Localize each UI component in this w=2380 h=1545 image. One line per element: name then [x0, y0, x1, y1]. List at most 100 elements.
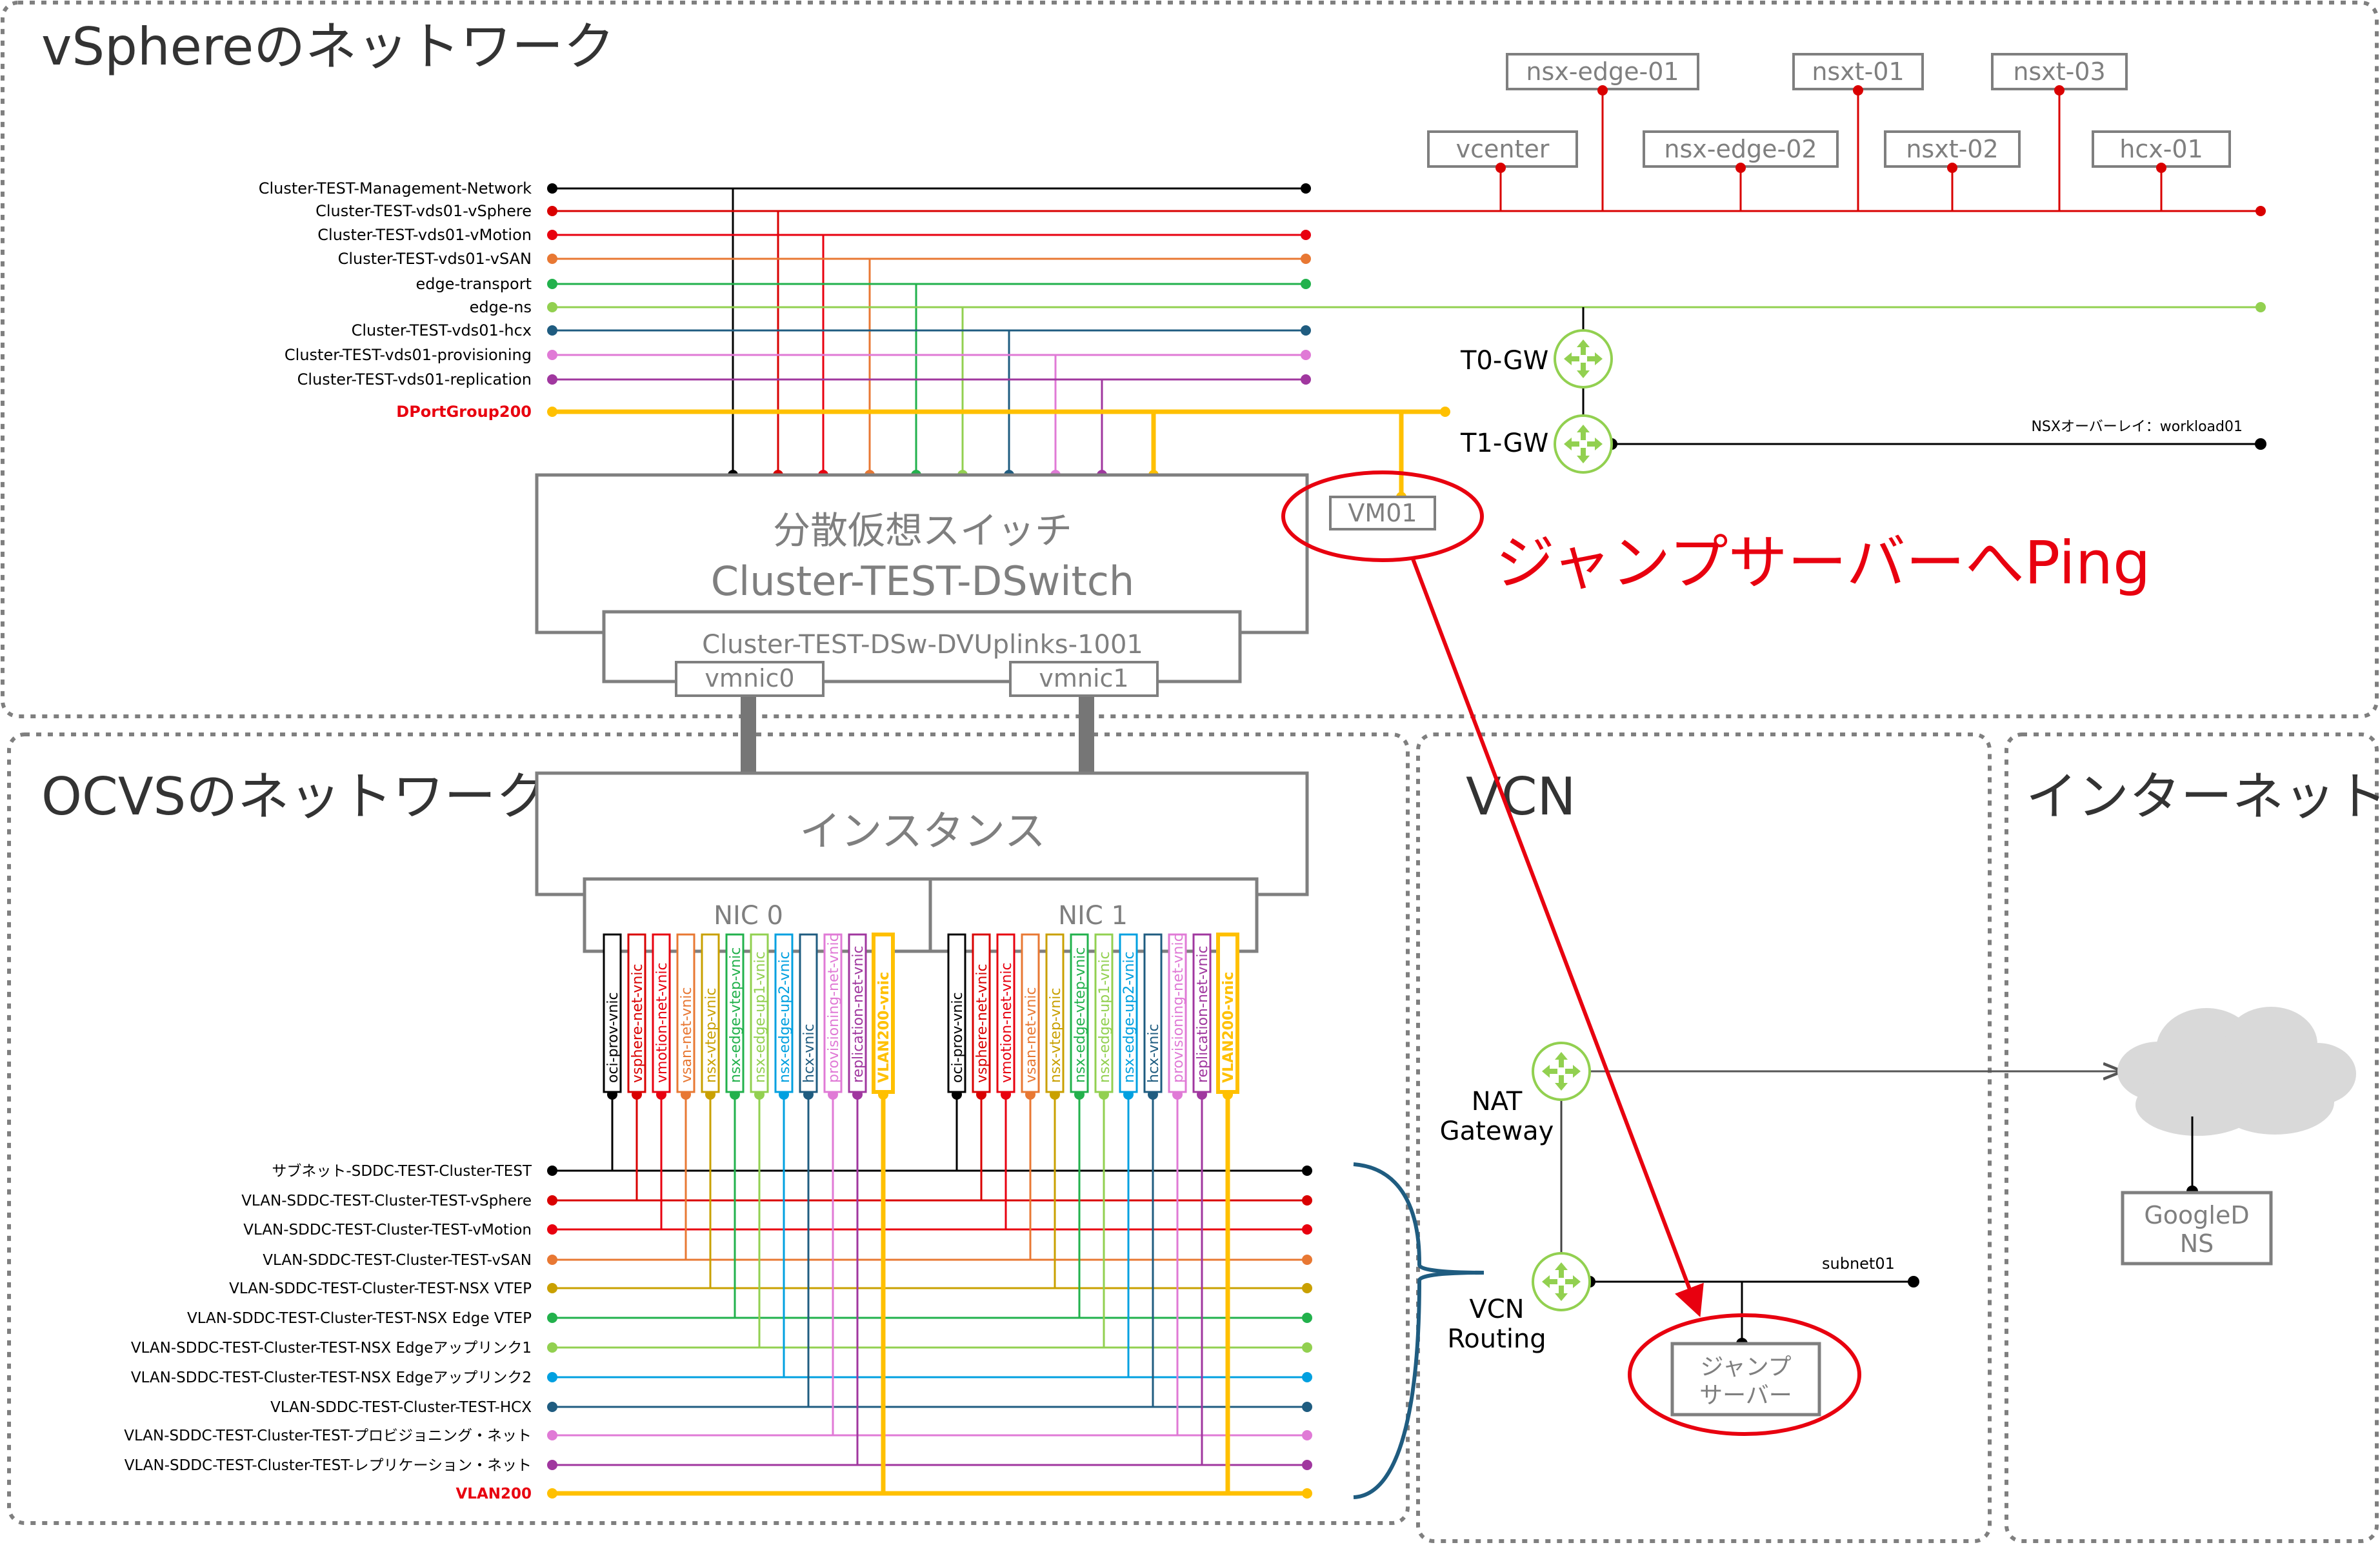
ocvs-network-node-left — [547, 1224, 557, 1235]
nat-label-2: Gateway — [1440, 1116, 1554, 1146]
overlay-node-right — [2255, 438, 2266, 450]
top-vm-box — [1643, 130, 1839, 168]
vnic-box — [1143, 933, 1163, 1093]
vnic-box — [972, 933, 991, 1093]
ping-annotation: ジャンプサーバーへPing — [1495, 529, 2150, 598]
internet-section-title: インターネット — [2026, 767, 2380, 827]
nat-label-1: NAT — [1472, 1087, 1523, 1116]
top-vm-box — [1991, 53, 2128, 90]
top-vm-node — [1495, 163, 1506, 173]
vnic-box — [1192, 933, 1212, 1093]
vnic-box — [750, 933, 769, 1093]
ocvs-network-node-right — [1302, 1224, 1312, 1235]
vnic-box — [725, 933, 745, 1093]
router-ring — [1532, 1252, 1591, 1311]
vnic-label: nsx-edge-vtep-vnic — [728, 947, 744, 1083]
vm01-box — [1329, 496, 1436, 530]
vsphere-network-node-left — [547, 206, 557, 216]
ocvs-network-label: VLAN-SDDC-TEST-Cluster-TEST-vSphere — [241, 1193, 532, 1209]
vnic-box — [1094, 933, 1114, 1093]
vnic-box — [1119, 933, 1138, 1093]
vnic-label: nsx-edge-up1-vnic — [1097, 951, 1113, 1083]
router-arrow — [1555, 1262, 1568, 1278]
vnic-label: VLAN200-vnic — [876, 972, 892, 1083]
vnic-label: vsan-net-vnic — [679, 987, 695, 1083]
router-arrow — [1587, 352, 1603, 365]
ocvs-network-node-right — [1302, 1313, 1312, 1323]
vnic-label: vsphere-net-vnic — [974, 964, 990, 1083]
ocvs-network-node-left — [547, 1488, 557, 1499]
ocvs-network-node-right — [1302, 1402, 1312, 1412]
ocvs-network-node-left — [547, 1342, 557, 1353]
ocvs-network-node-left — [547, 1430, 557, 1440]
router-ring — [1554, 414, 1613, 474]
ocvs-network-node-left — [547, 1313, 557, 1323]
vcn-routing-label-1: VCN — [1469, 1295, 1524, 1324]
vsphere-network-label: Cluster-TEST-vds01-vSphere — [315, 202, 532, 220]
top-vm-box — [1427, 130, 1578, 168]
vsphere-network-label: edge-ns — [470, 298, 532, 316]
ocvs-network-node-right — [1302, 1195, 1312, 1206]
google-dns-box — [2121, 1191, 2273, 1266]
vnic-label: nsx-vtep-vnic — [1048, 988, 1064, 1083]
vnic-label: VLAN200-vnic — [1221, 972, 1237, 1083]
vsphere-network-node-left — [547, 230, 557, 240]
subnet01-label: subnet01 — [1822, 1255, 1895, 1273]
top-vm-box — [1792, 53, 1924, 90]
router-arrow — [1577, 339, 1590, 355]
vsphere-network-node-right — [1440, 407, 1450, 417]
top-vm-node — [2156, 163, 2166, 173]
nic1-label: NIC 1 — [1058, 901, 1128, 931]
ocvs-network-node-left — [547, 1372, 557, 1382]
ocvs-network-label: VLAN-SDDC-TEST-Cluster-TEST-NSX VTEP — [229, 1280, 532, 1297]
vsphere-network-label: edge-transport — [415, 275, 532, 293]
instance-label: インスタンス — [799, 808, 1045, 856]
vmnic0-label: vmnic0 — [705, 664, 794, 692]
ocvs-network-node-left — [547, 1166, 557, 1176]
instance-box — [535, 771, 1309, 896]
vsphere-network-label: DPortGroup200 — [396, 403, 532, 421]
t1-gw-router-icon — [1554, 414, 1613, 474]
router-ring — [1554, 329, 1613, 389]
top-vm-label: nsx-edge-01 — [1526, 57, 1679, 86]
router-arrow — [1577, 448, 1590, 463]
vsphere-network-label: Cluster-TEST-vds01-provisioning — [285, 346, 532, 364]
t1-gw-label: T1-GW — [1460, 429, 1548, 458]
vnic-label: replication-net-vnic — [850, 945, 866, 1083]
nat-gateway-router-icon — [1532, 1042, 1591, 1101]
vcn-section-frame — [1416, 732, 1992, 1543]
router-arrow — [1564, 438, 1579, 450]
ocvs-network-label: VLAN-SDDC-TEST-Cluster-TEST-vSAN — [263, 1252, 532, 1269]
vsphere-network-node-left — [547, 374, 557, 385]
dvuplinks-label: Cluster-TEST-DSw-DVUplinks-1001 — [702, 630, 1143, 660]
vsphere-network-node-right — [1301, 374, 1311, 385]
vsphere-network-node-left — [547, 350, 557, 360]
vsphere-network-label: Cluster-TEST-Management-Network — [259, 179, 532, 197]
router-arrow — [1564, 352, 1579, 365]
router-arrow — [1577, 363, 1590, 378]
vsphere-network-node-right — [1301, 279, 1311, 289]
ocvs-network-node-left — [547, 1460, 557, 1470]
vsphere-network-node-right — [1301, 350, 1311, 360]
vnic-box — [1021, 933, 1040, 1093]
t0-gw-router-icon — [1554, 329, 1613, 389]
vsphere-network-node-left — [547, 254, 557, 264]
ping-arrow — [1411, 558, 1704, 1317]
top-vm-node — [2054, 85, 2065, 96]
vmnic0-box — [675, 661, 825, 697]
ocvs-bracket — [1353, 1162, 1485, 1499]
vnic-label: vsan-net-vnic — [1023, 987, 1039, 1083]
vsphere-network-node-left — [547, 183, 557, 194]
subnet01-node-right — [1908, 1276, 1919, 1288]
router-icons — [1532, 329, 1613, 1311]
router-arrow — [1565, 1065, 1581, 1078]
vnic-label: vsphere-net-vnic — [630, 964, 646, 1083]
ocvs-network-node-right — [1302, 1430, 1312, 1440]
jump-server-highlight-circle — [1628, 1313, 1861, 1436]
jump-server-box — [1670, 1342, 1821, 1417]
vsphere-network-label: Cluster-TEST-vds01-vSAN — [338, 250, 532, 268]
nsx-overlay-label: NSXオーバーレイ：workload01 — [2031, 419, 2243, 435]
vnic-box — [774, 933, 794, 1093]
top-vm-node — [1597, 85, 1608, 96]
